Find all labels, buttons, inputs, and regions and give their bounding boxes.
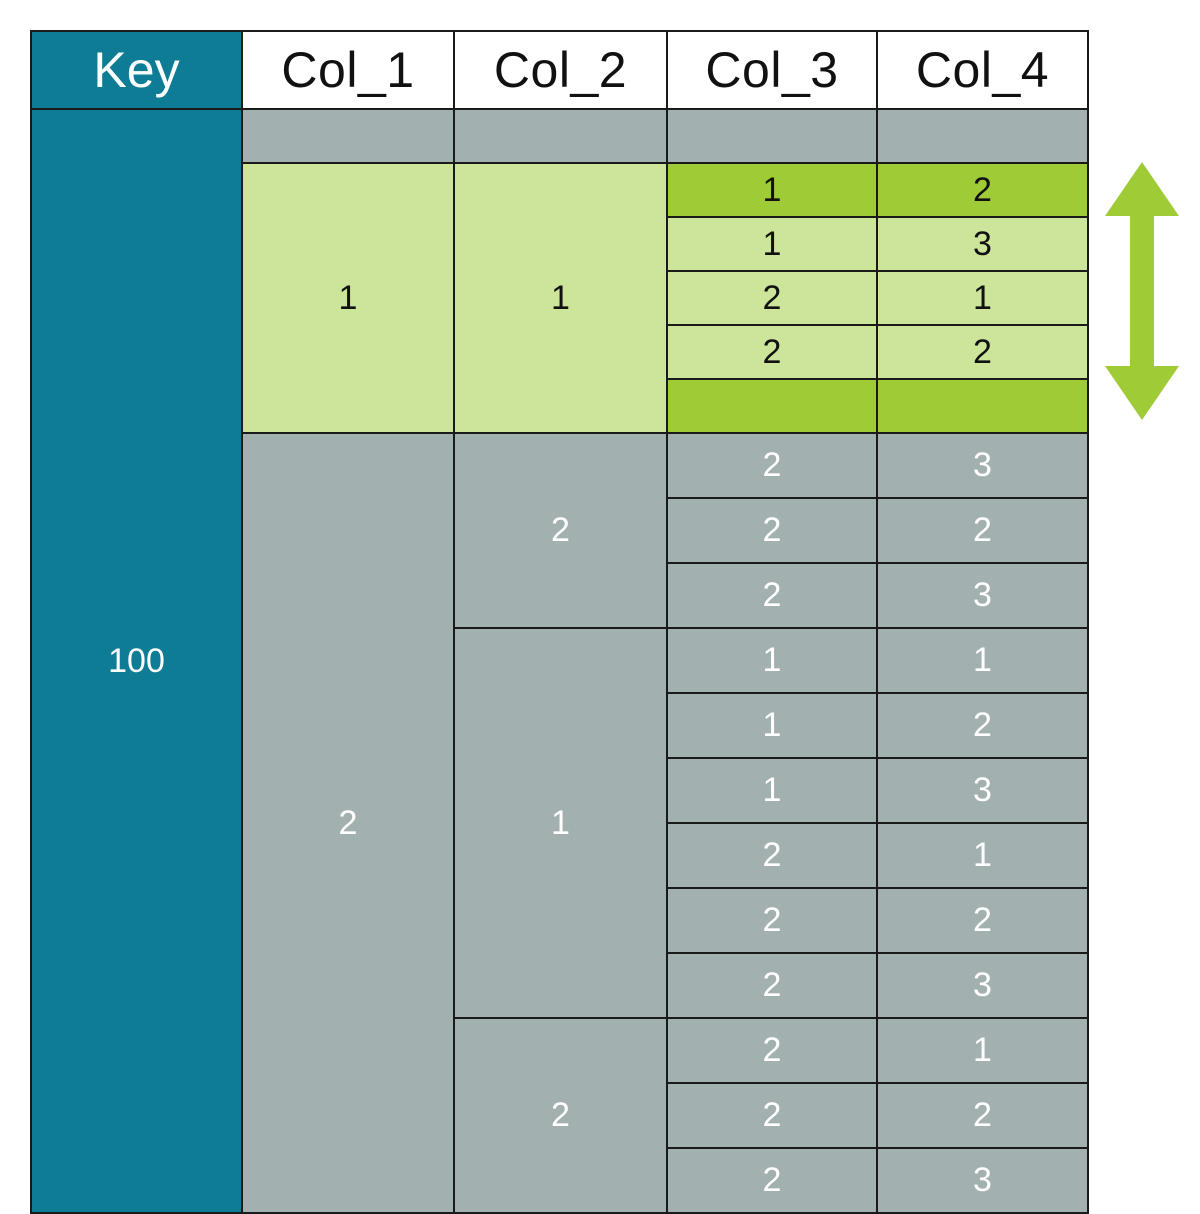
cell-col-3: 2 bbox=[666, 1017, 878, 1084]
cell-col-3: 2 bbox=[666, 497, 878, 564]
cell-col-4: 2 bbox=[876, 1082, 1089, 1149]
empty-cell-col-4 bbox=[876, 108, 1089, 164]
cell-col-4: 3 bbox=[876, 432, 1089, 499]
cell-col-4 bbox=[876, 378, 1089, 434]
group-cell-col-2: 2 bbox=[453, 432, 668, 629]
column-header-col-4: Col_4 bbox=[876, 30, 1089, 110]
cell-col-4: 3 bbox=[876, 562, 1089, 629]
column-header-col-3: Col_3 bbox=[666, 30, 878, 110]
table-row: 2 2 bbox=[31, 887, 1089, 954]
table-row: 2 2 bbox=[31, 497, 1089, 564]
cell-col-4: 1 bbox=[876, 270, 1089, 326]
cell-col-3: 1 bbox=[666, 162, 878, 218]
table-row: 1 3 bbox=[31, 216, 1089, 272]
cell-col-4: 3 bbox=[876, 952, 1089, 1019]
empty-cell-col-1 bbox=[241, 108, 455, 164]
cell-col-3: 2 bbox=[666, 270, 878, 326]
table-body: Key Col_1 Col_2 Col_3 Col_4 100 1 1 1 2 bbox=[30, 30, 1089, 1214]
cell-col-3: 2 bbox=[666, 1082, 878, 1149]
double-arrow-vertical-icon bbox=[1105, 162, 1179, 420]
table-row bbox=[31, 378, 1089, 434]
cell-col-4: 1 bbox=[876, 822, 1089, 889]
group-cell-col-1: 1 bbox=[241, 162, 455, 434]
cell-col-4: 3 bbox=[876, 1147, 1089, 1214]
cell-col-3: 2 bbox=[666, 324, 878, 380]
cell-col-4: 2 bbox=[876, 887, 1089, 954]
cell-col-4: 2 bbox=[876, 692, 1089, 759]
diagram-canvas: Key Col_1 Col_2 Col_3 Col_4 100 1 1 1 2 bbox=[30, 30, 1181, 1214]
column-header-col-1: Col_1 bbox=[241, 30, 455, 110]
empty-cell-col-2 bbox=[453, 108, 668, 164]
cell-col-3: 1 bbox=[666, 757, 878, 824]
range-annotation bbox=[1103, 160, 1181, 422]
table-row: 2 3 bbox=[31, 952, 1089, 1019]
group-cell-col-2: 1 bbox=[453, 627, 668, 1019]
empty-cell-col-3 bbox=[666, 108, 878, 164]
group-cell-col-1: 2 bbox=[241, 432, 455, 1214]
cell-col-4: 3 bbox=[876, 757, 1089, 824]
cell-col-4: 2 bbox=[876, 162, 1089, 218]
table-row: 2 2 bbox=[31, 324, 1089, 380]
table-row: 1 3 bbox=[31, 757, 1089, 824]
cell-col-4: 1 bbox=[876, 1017, 1089, 1084]
cell-col-3: 2 bbox=[666, 952, 878, 1019]
table-row: 2 3 bbox=[31, 562, 1089, 629]
cell-col-3: 1 bbox=[666, 627, 878, 694]
cell-col-4: 2 bbox=[876, 497, 1089, 564]
cell-col-3 bbox=[666, 378, 878, 434]
cell-col-3: 1 bbox=[666, 692, 878, 759]
cell-col-3: 1 bbox=[666, 216, 878, 272]
column-header-key: Key bbox=[30, 30, 243, 110]
cell-col-3: 2 bbox=[666, 562, 878, 629]
column-header-col-2: Col_2 bbox=[453, 30, 668, 110]
table-row: 1 1 1 2 bbox=[31, 162, 1089, 434]
table-row: 100 bbox=[30, 108, 1089, 1214]
table-row: 2 1 bbox=[31, 822, 1089, 889]
table-header-row: Key Col_1 Col_2 Col_3 Col_4 bbox=[30, 30, 1089, 110]
cell-col-3: 2 bbox=[666, 432, 878, 499]
group-cell-col-2: 2 bbox=[453, 1017, 668, 1214]
cell-col-3: 2 bbox=[666, 822, 878, 889]
table-row: 1 2 bbox=[31, 692, 1089, 759]
group-cell-col-2: 1 bbox=[453, 162, 668, 434]
key-cell-100: 100 bbox=[30, 108, 243, 1214]
cell-col-4: 3 bbox=[876, 216, 1089, 272]
data-table: Key Col_1 Col_2 Col_3 Col_4 100 1 1 1 2 bbox=[30, 30, 1089, 1214]
cell-col-4: 1 bbox=[876, 627, 1089, 694]
table-row: 2 1 bbox=[31, 270, 1089, 326]
cell-col-4: 2 bbox=[876, 324, 1089, 380]
arrow-shape bbox=[1105, 162, 1179, 420]
cell-col-3: 2 bbox=[666, 887, 878, 954]
cell-col-3: 2 bbox=[666, 1147, 878, 1214]
table-row: 1 1 1 bbox=[31, 627, 1089, 1019]
